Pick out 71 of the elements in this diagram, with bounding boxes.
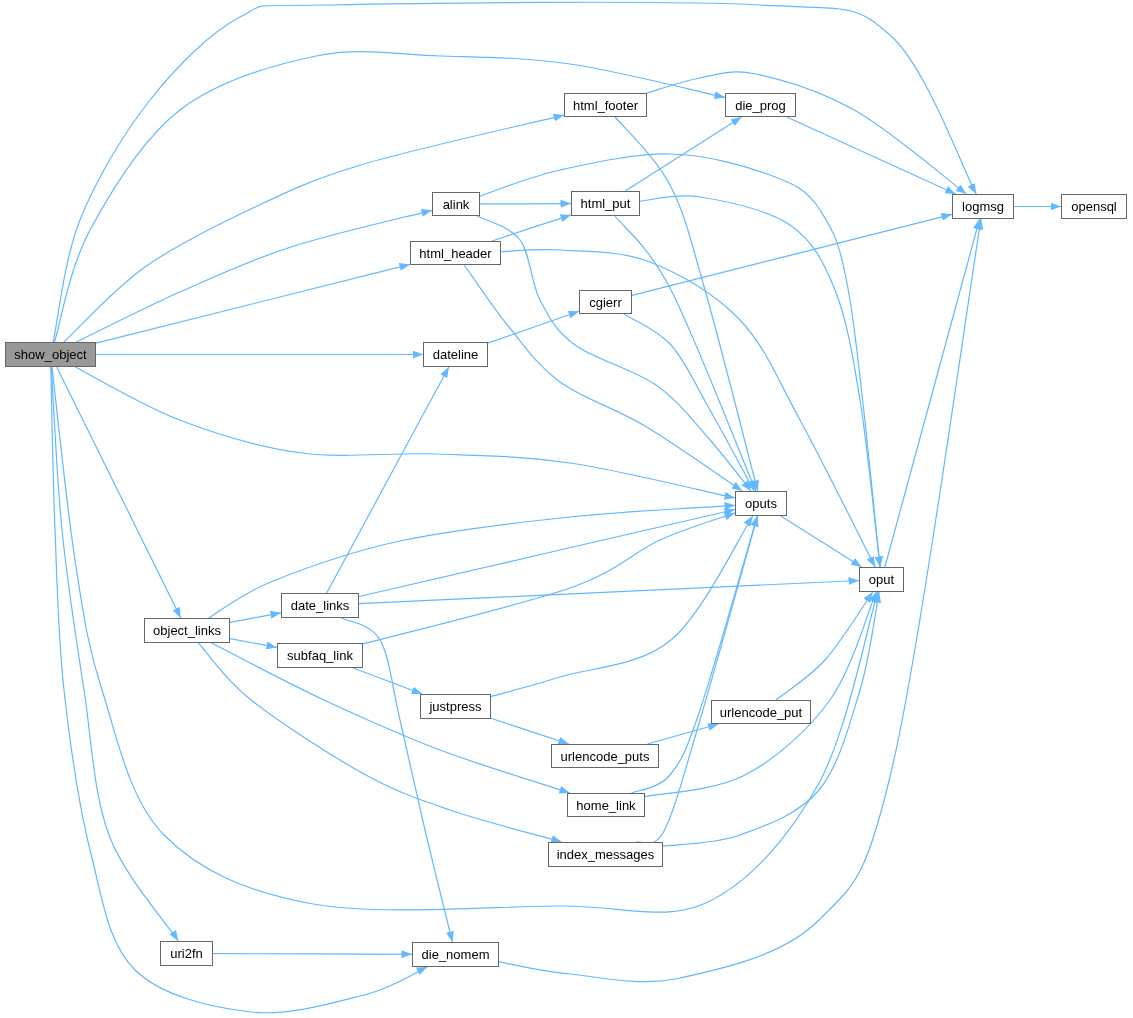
call-arrow	[74, 366, 736, 500]
function-node: index_messages	[548, 842, 663, 867]
call-arrow	[623, 313, 755, 492]
function-node: cgierr	[579, 290, 632, 314]
call-arrow	[50, 366, 179, 942]
call-arrow	[631, 213, 953, 296]
function-node: oput	[859, 567, 904, 592]
call-arrow	[490, 717, 570, 745]
call-arrow	[614, 215, 757, 492]
call-arrow	[884, 218, 981, 568]
function-node: logmsg	[952, 194, 1014, 219]
function-node: home_link	[567, 793, 645, 817]
function-node: dateline	[423, 342, 488, 367]
call-arrow	[479, 153, 883, 568]
call-arrow	[352, 667, 423, 695]
call-arrow	[490, 515, 754, 698]
call-arrow	[358, 507, 736, 598]
call-arrow	[211, 642, 571, 794]
call-arrow	[646, 722, 720, 745]
function-node: oputs	[735, 491, 787, 516]
function-node: html_header	[410, 241, 501, 265]
call-arrow	[50, 366, 428, 1014]
function-node: html_put	[571, 191, 640, 216]
call-arrow	[775, 591, 874, 701]
function-node: uri2fn	[160, 941, 213, 966]
function-node: alink	[432, 192, 480, 216]
call-arrow	[341, 617, 454, 943]
call-arrow	[662, 591, 882, 847]
function-node: urlencode_puts	[551, 744, 659, 768]
call-arrow	[614, 116, 759, 492]
function-node: justpress	[420, 694, 491, 719]
call-arrow	[1013, 202, 1062, 211]
call-arrow	[780, 515, 863, 568]
call-arrow	[53, 51, 726, 343]
function-node: object_links	[144, 618, 230, 643]
call-arrow	[56, 366, 182, 619]
call-arrow	[212, 950, 413, 959]
call-arrow	[631, 515, 759, 794]
call-arrow	[229, 638, 278, 650]
function-node: html_footer	[564, 93, 647, 117]
call-arrow	[786, 116, 957, 195]
function-node: die_prog	[725, 93, 796, 117]
function-node: date_links	[281, 593, 359, 618]
call-arrow	[229, 610, 282, 623]
call-arrow	[498, 218, 984, 983]
call-arrow	[51, 366, 879, 913]
call-arrow	[487, 310, 580, 344]
call-arrow	[479, 199, 572, 208]
call-arrow	[75, 209, 433, 343]
call-arrow	[95, 263, 411, 344]
call-arrow	[491, 214, 572, 242]
function-node: subfaq_link	[277, 643, 363, 668]
call-arrow	[358, 577, 860, 605]
call-arrow	[208, 502, 736, 619]
call-arrow	[644, 591, 877, 798]
function-node: urlencode_put	[711, 700, 811, 724]
call-arrow	[52, 1, 977, 343]
call-arrow	[362, 512, 736, 645]
call-arrow	[326, 366, 450, 594]
call-arrow	[624, 116, 743, 192]
call-arrow	[500, 248, 876, 568]
call-arrow	[95, 350, 424, 359]
function-node: die_nomem	[412, 942, 499, 967]
call-arrow	[646, 71, 967, 195]
call-arrow	[197, 642, 563, 844]
function-node: opensql	[1061, 194, 1127, 219]
function-node: show_object	[5, 342, 96, 367]
call-arrow	[463, 264, 743, 492]
call-arrow	[63, 113, 565, 343]
call-arrow	[476, 215, 752, 492]
call-arrow	[639, 195, 883, 568]
